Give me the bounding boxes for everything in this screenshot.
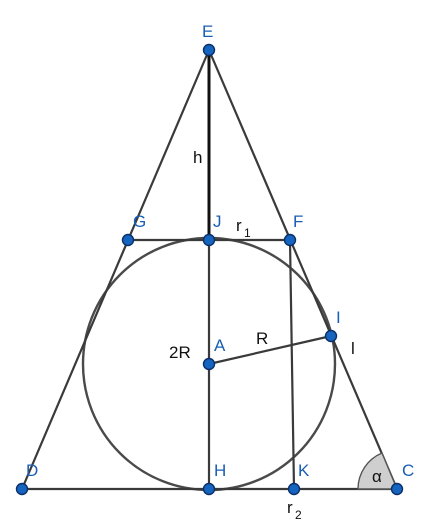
label-H: H xyxy=(214,461,226,480)
label-h: h xyxy=(193,148,202,167)
label-K: K xyxy=(298,461,310,480)
label-r1-sub: 1 xyxy=(244,226,251,240)
point-H[interactable] xyxy=(202,482,216,496)
label-J: J xyxy=(213,212,222,231)
label-A: A xyxy=(214,336,226,355)
label-alpha: α xyxy=(372,467,382,486)
point-E[interactable] xyxy=(202,43,216,57)
segment-FK xyxy=(288,238,296,491)
point-C[interactable] xyxy=(390,482,404,496)
point-F[interactable] xyxy=(283,233,297,247)
point-I[interactable] xyxy=(324,329,338,343)
segment-DE xyxy=(20,48,211,491)
label-D: D xyxy=(26,461,38,480)
label-E: E xyxy=(202,22,213,41)
segment-EC xyxy=(207,48,399,491)
label-r2-sub: 2 xyxy=(295,508,302,522)
point-A[interactable] xyxy=(202,357,216,371)
point-J[interactable] xyxy=(202,233,216,247)
label-r1: r xyxy=(236,216,242,235)
label-G: G xyxy=(133,212,146,231)
label-l: l xyxy=(351,339,355,358)
label-r2: r xyxy=(287,498,293,517)
label-R: R xyxy=(256,329,268,348)
point-D[interactable] xyxy=(15,482,29,496)
label-2R: 2R xyxy=(169,343,191,362)
label-C: C xyxy=(402,461,414,480)
angle-alpha-marker xyxy=(357,452,399,490)
label-F: F xyxy=(293,212,303,231)
point-G[interactable] xyxy=(121,233,135,247)
point-K[interactable] xyxy=(287,482,301,496)
label-I: I xyxy=(336,308,341,327)
segment-AI-radius xyxy=(207,334,333,366)
